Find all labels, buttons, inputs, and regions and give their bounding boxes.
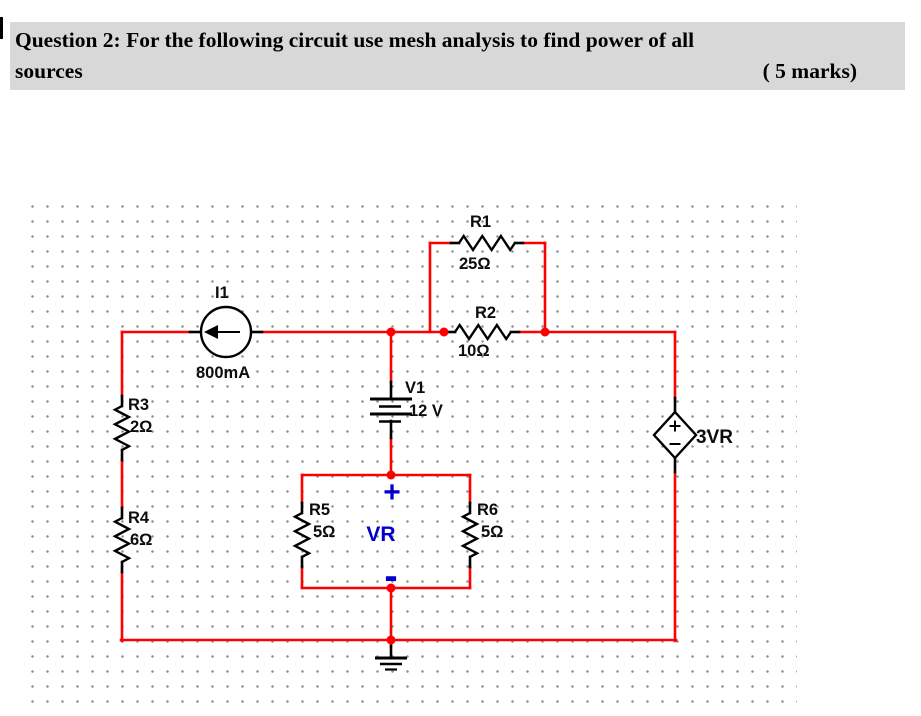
question-title: Question 2: For the following circuit us… bbox=[15, 28, 695, 52]
r5-label: R5 bbox=[309, 501, 330, 519]
i1-value: 800mA bbox=[196, 364, 250, 382]
junction-dot bbox=[540, 327, 550, 337]
resistor-r4: R4 6Ω bbox=[112, 506, 152, 574]
i1-label: I1 bbox=[215, 284, 229, 302]
r4-value: 6Ω bbox=[130, 531, 152, 549]
vr-annotation: + VR - bbox=[366, 476, 400, 598]
r2-label: R2 bbox=[475, 304, 496, 322]
dependent-source-3vr: 3VR bbox=[652, 396, 733, 474]
r5-value: 5Ω bbox=[313, 523, 335, 541]
voltage-source-v1: V1 12 V bbox=[370, 379, 443, 440]
current-arrowhead-icon bbox=[204, 325, 218, 339]
r4-label: R4 bbox=[128, 509, 150, 527]
ground-icon bbox=[375, 644, 407, 671]
r6-value: 5Ω bbox=[481, 523, 503, 541]
marks-label: ( 5 marks) bbox=[762, 59, 857, 83]
question-header: Question 2: For the following circuit us… bbox=[10, 22, 905, 90]
r1-label: R1 bbox=[470, 213, 491, 231]
r6-label: R6 bbox=[477, 501, 498, 519]
dep-source-label: 3VR bbox=[696, 427, 733, 448]
r3-label: R3 bbox=[128, 396, 149, 414]
page-border-fragment bbox=[0, 17, 3, 39]
junction-dots bbox=[386, 327, 550, 645]
v1-label: V1 bbox=[405, 379, 425, 397]
r3-value: 2Ω bbox=[130, 418, 152, 436]
vr-plus-sign: + bbox=[383, 476, 401, 509]
r1-value: 25Ω bbox=[459, 255, 491, 273]
resistor-r3: R3 2Ω bbox=[112, 394, 152, 462]
vr-label: VR bbox=[366, 523, 395, 546]
resistor-r6: R6 5Ω bbox=[460, 501, 503, 569]
resistor-r5: R5 5Ω bbox=[292, 501, 335, 569]
plus-icon bbox=[669, 420, 681, 432]
junction-dot bbox=[386, 635, 396, 645]
junction-dot bbox=[386, 327, 396, 337]
schematic-grid bbox=[25, 199, 797, 713]
junction-dot bbox=[386, 470, 396, 480]
r2-value: 10Ω bbox=[458, 342, 490, 360]
resistor-r2: R2 10Ω bbox=[445, 304, 521, 360]
resistor-r1: R1 25Ω bbox=[449, 213, 525, 273]
v1-value: 12 V bbox=[409, 402, 443, 420]
junction-dot bbox=[439, 327, 449, 337]
current-source-i1: I1 800mA bbox=[188, 284, 264, 382]
question-title-line2: sources bbox=[15, 59, 83, 83]
junction-dot bbox=[386, 583, 396, 593]
circuit-wires bbox=[119, 241, 678, 648]
